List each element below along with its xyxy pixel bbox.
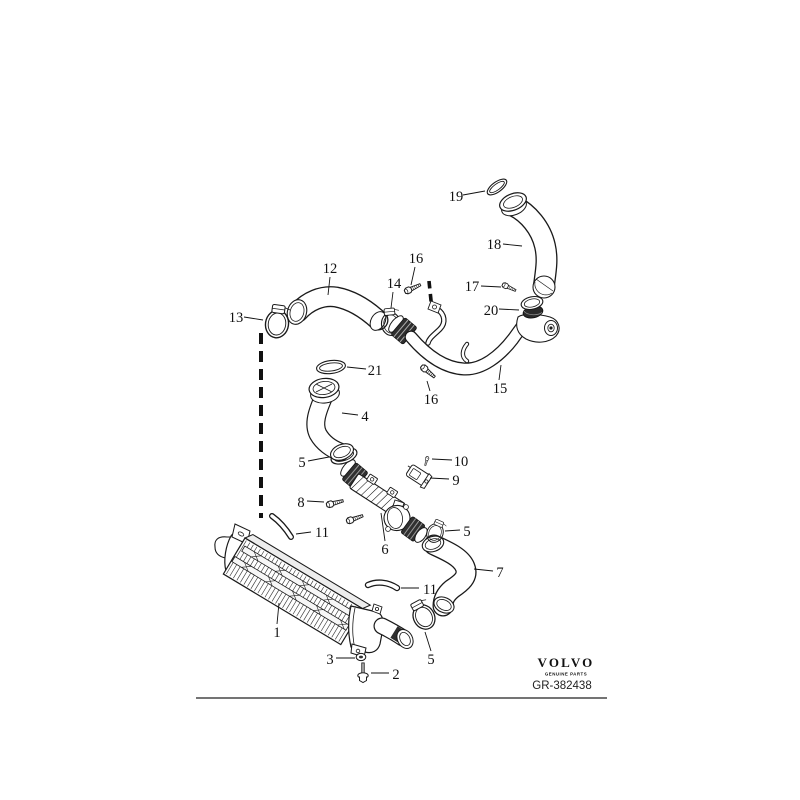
intercooler-drawing [214, 523, 414, 658]
callout-leader-16-19 [426, 380, 431, 392]
callout-label-5-5: 5 [463, 524, 470, 540]
intercooler-core [222, 534, 372, 646]
dashed-reference-line-right [427, 280, 434, 311]
drawing-number: GR-382438 [532, 680, 591, 692]
callout-leader-10-11 [431, 458, 453, 461]
bracket-slot [237, 531, 245, 537]
callout-leader-17-20 [480, 285, 502, 288]
volvo-logo: VOLVO GENUINE PARTS GR-382438 [532, 655, 595, 692]
callout-leader-14-16 [390, 291, 394, 309]
callout-label-20-23: 20 [484, 303, 499, 319]
callout-leader-4-3 [341, 412, 359, 416]
callout-leader-5-5 [444, 529, 461, 532]
callout-leader-16-18 [410, 266, 416, 286]
callout-leader-12-14 [327, 276, 331, 296]
callout-leader-8-9 [306, 500, 325, 503]
callout-label-16-18: 16 [409, 251, 424, 267]
callout-leader-18-21 [502, 243, 523, 247]
screw-10-drawing [423, 455, 430, 467]
callout-label-10-11: 10 [454, 454, 469, 470]
callout-leader-1-0 [276, 602, 280, 625]
callout-label-19-22: 19 [449, 189, 464, 205]
brand-subtitle: GENUINE PARTS [545, 672, 587, 677]
callout-leader-11-12 [295, 531, 312, 535]
charge-pipe-6-drawing [340, 459, 428, 543]
callout-label-6-7: 6 [381, 542, 388, 558]
callout-leader-9-10 [429, 477, 450, 480]
bolt-8-drawing [325, 497, 345, 509]
callout-label-5-4: 5 [298, 455, 305, 471]
callout-label-4-3: 4 [361, 409, 369, 425]
callout-leader-15-17 [498, 364, 502, 381]
callout-label-13-15: 13 [229, 310, 244, 326]
pipe-18-drawing [499, 192, 558, 299]
washer-3-drawing [355, 652, 367, 662]
callout-label-2-1: 2 [392, 667, 399, 683]
hose-12-drawing [286, 286, 389, 331]
callout-label-5-6: 5 [427, 652, 434, 668]
strip-11-right-drawing [364, 579, 401, 592]
callout-label-14-16: 14 [387, 276, 402, 292]
callout-label-11-13: 11 [423, 582, 437, 598]
callout-label-16-19: 16 [424, 392, 439, 408]
callout-label-3-2: 3 [326, 652, 333, 668]
right-tank-tab [371, 603, 383, 615]
bolt-8b-drawing [345, 512, 365, 525]
callout-label-15-17: 15 [493, 381, 508, 397]
callout-leader-20-23 [498, 308, 520, 311]
bolt-17-drawing [500, 281, 518, 294]
callout-label-11-12: 11 [315, 525, 329, 541]
callout-leader-7-8 [473, 568, 494, 572]
sensor-9-drawing [405, 464, 433, 489]
callout-label-1-0: 1 [273, 625, 280, 641]
callout-label-8-9: 8 [297, 495, 304, 511]
callout-label-17-20: 17 [465, 279, 480, 295]
o-ring-21-drawing [316, 359, 346, 375]
pipe-4-drawing [306, 377, 355, 462]
intercooler-right-tank [348, 605, 384, 654]
bolt-16-bottom-drawing [418, 363, 438, 380]
callout-label-21-24: 21 [368, 363, 383, 379]
callout-label-12-14: 12 [323, 261, 338, 277]
callout-label-9-10: 9 [452, 473, 459, 489]
callout-leader-6-7 [380, 512, 386, 542]
callout-leader-21-24 [346, 366, 367, 370]
callout-label-18-21: 18 [487, 237, 502, 253]
bolt-2-drawing [357, 662, 369, 684]
callout-leader-5-4 [307, 456, 330, 462]
strip-11-left-drawing [269, 513, 294, 540]
pipe-15-drawing [388, 300, 560, 376]
callout-leader-13-15 [243, 316, 264, 321]
brand-wordmark: VOLVO [538, 655, 595, 670]
callout-leader-5-6 [424, 631, 432, 652]
callout-leader-19-22 [462, 190, 486, 196]
clamp-13-drawing [263, 302, 292, 340]
hose-7-drawing [421, 534, 477, 617]
o-ring-19-drawing [486, 178, 508, 196]
bolt-16-top-drawing [403, 281, 423, 296]
connector-20-drawing [520, 295, 544, 319]
callout-label-7-8: 7 [496, 565, 503, 581]
